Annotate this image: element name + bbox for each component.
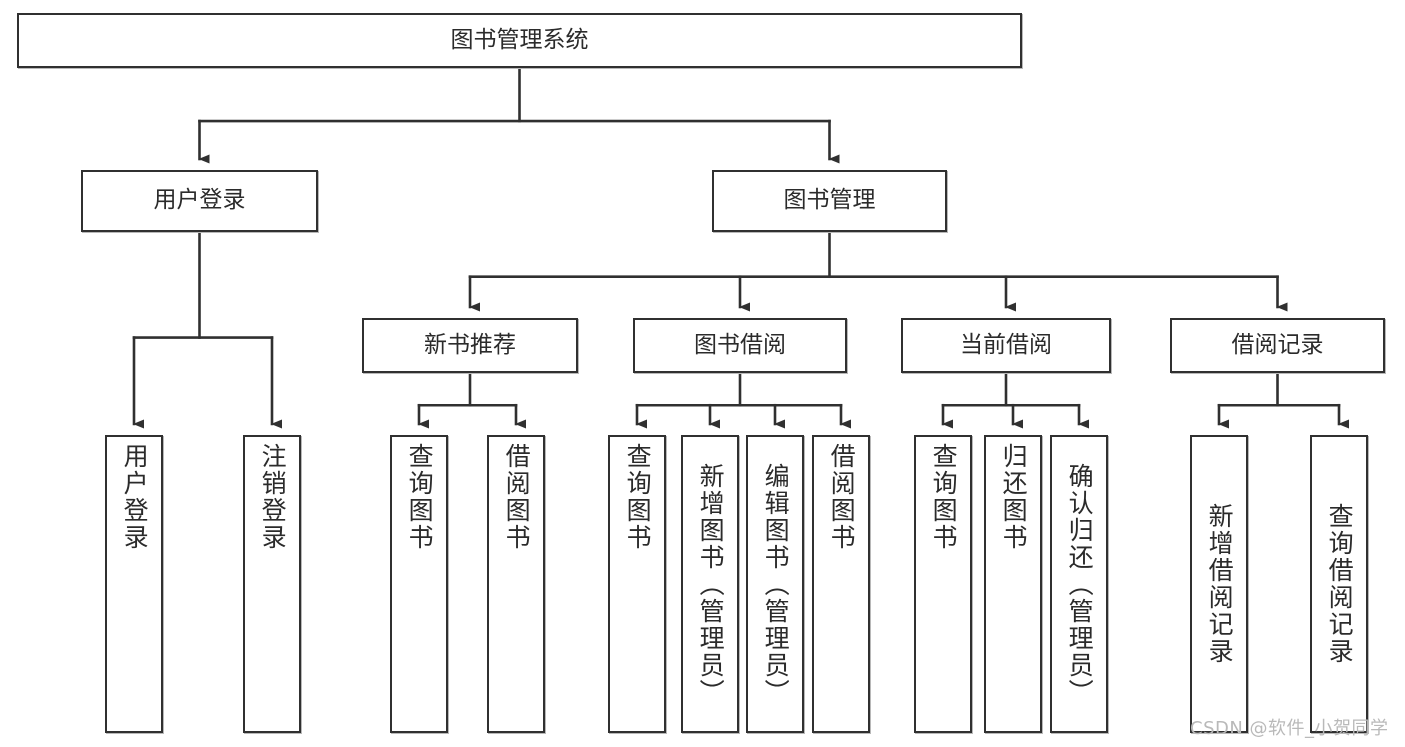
node-n3c[interactable]: 当前借阅 [901,318,1111,373]
node-n2a[interactable]: 用户登录 [81,170,318,232]
node-label: 借阅图书 [827,443,857,551]
node-L7[interactable]: 编辑图书（管理员） [746,435,804,733]
node-label: 新书推荐 [424,331,516,358]
node-label: 新增借阅记录 [1205,503,1235,665]
node-n3b[interactable]: 图书借阅 [633,318,847,373]
node-L11[interactable]: 确认归还（管理员） [1050,435,1108,733]
node-label: 查询图书 [405,443,435,551]
node-n2b[interactable]: 图书管理 [712,170,947,232]
node-label: 图书借阅 [694,331,786,358]
node-L1[interactable]: 用户登录 [105,435,163,733]
csdn-watermark: CSDN @软件_小贺同学 [1190,718,1389,739]
node-L10[interactable]: 归还图书 [984,435,1042,733]
node-label: 新增图书（管理员） [696,462,726,706]
node-L2[interactable]: 注销登录 [243,435,301,733]
node-n3d[interactable]: 借阅记录 [1170,318,1385,373]
node-L4[interactable]: 借阅图书 [487,435,545,733]
node-root[interactable]: 图书管理系统 [17,13,1022,68]
node-label: 查询借阅记录 [1325,503,1355,665]
node-label: 借阅图书 [502,443,532,551]
node-L9[interactable]: 查询图书 [914,435,972,733]
node-label: 编辑图书（管理员） [761,462,791,706]
node-n3a[interactable]: 新书推荐 [362,318,578,373]
node-L5[interactable]: 查询图书 [608,435,666,733]
node-L3[interactable]: 查询图书 [390,435,448,733]
node-label: 查询图书 [623,443,653,551]
node-label: 当前借阅 [960,331,1052,358]
node-L12[interactable]: 新增借阅记录 [1190,435,1248,733]
node-L13[interactable]: 查询借阅记录 [1310,435,1368,733]
node-L6[interactable]: 新增图书（管理员） [681,435,739,733]
node-label: 图书管理 [783,187,876,214]
node-label: 图书管理系统 [450,26,589,53]
node-label: 用户登录 [153,187,246,214]
node-label: 查询图书 [929,443,959,551]
node-label: 用户登录 [120,443,150,551]
node-label: 确认归还（管理员） [1065,462,1095,706]
node-label: 注销登录 [258,443,288,551]
node-label: 借阅记录 [1231,331,1324,358]
node-L8[interactable]: 借阅图书 [812,435,870,733]
node-label: 归还图书 [999,443,1029,551]
